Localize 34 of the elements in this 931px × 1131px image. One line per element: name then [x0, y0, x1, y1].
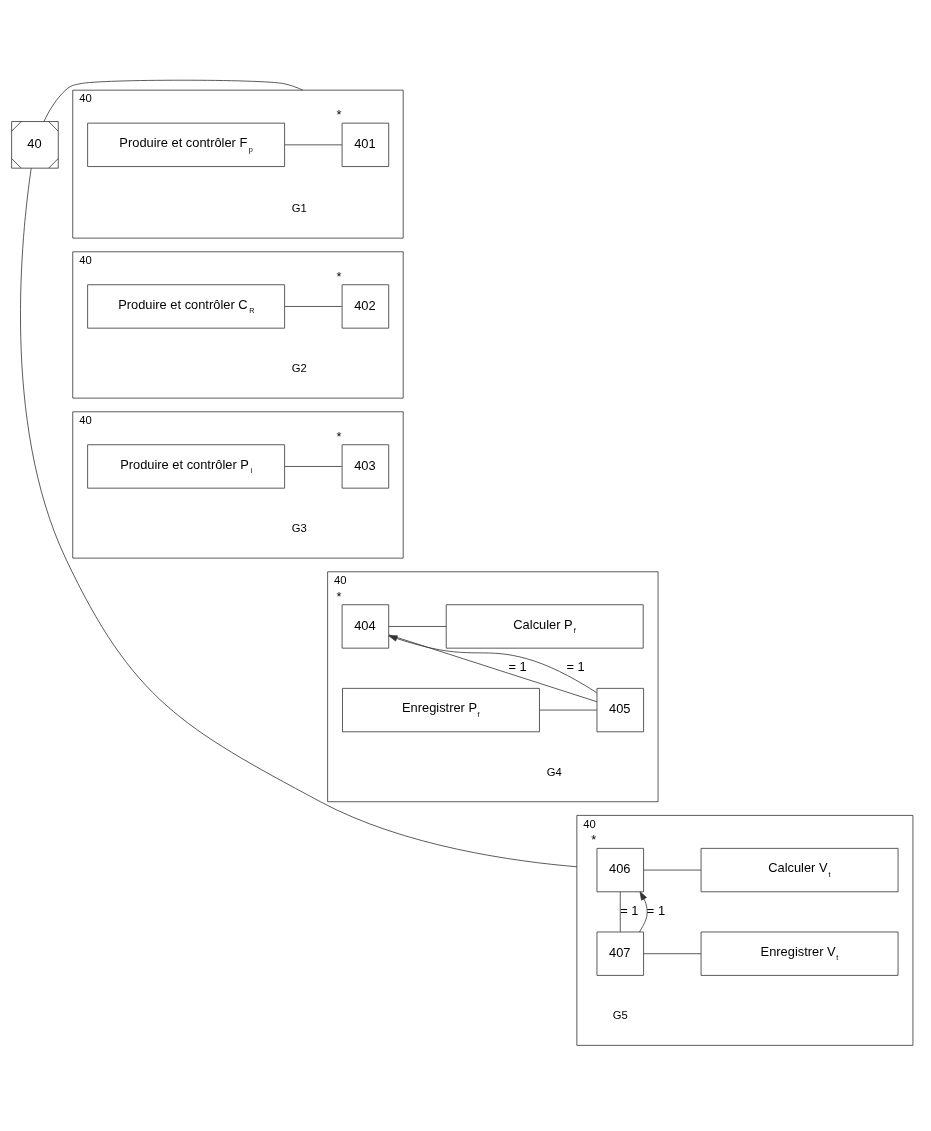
node-box: Produire et contrôler F$_{p}$: [87, 122, 285, 167]
edge-label: = 1: [646, 902, 666, 918]
node-label: *: [591, 831, 597, 847]
edge-label: = 1: [566, 658, 585, 674]
connector: [284, 143, 343, 145]
node-box: 405: [596, 687, 644, 732]
node-box: 401: [341, 122, 390, 167]
node-box: 406: [596, 847, 644, 892]
node-label: *: [336, 268, 342, 284]
node-box: Enregistrer P$_{f}$: [342, 687, 540, 732]
node-box: Calculer V$_{t}$: [700, 847, 899, 892]
connector: [20, 167, 578, 867]
node-box: 403: [341, 443, 390, 489]
node-box: Produire et contrôler C$_{R}$: [87, 283, 285, 329]
connector: [539, 709, 598, 710]
connector: [43, 79, 304, 122]
node-box: Produire et contrôler P$_{i}$: [87, 443, 285, 489]
connector: [388, 625, 447, 627]
node-box: 404: [341, 603, 390, 649]
edge-label: = 1: [620, 902, 639, 918]
connector: [619, 890, 621, 932]
edge-label: = 1: [508, 658, 527, 674]
node-box: 407: [596, 931, 644, 976]
node-box: 402: [341, 283, 390, 329]
node-label: *: [336, 106, 342, 122]
node-box: Enregistrer V$_{t}$: [700, 931, 899, 976]
connector: [284, 465, 343, 467]
node-label: *: [336, 428, 342, 444]
connector: [643, 869, 702, 870]
node-label: *: [336, 588, 342, 604]
node-box: Calculer P$_{f}$: [445, 603, 644, 649]
connector: [643, 952, 702, 954]
connector: [284, 305, 343, 307]
arrow: [639, 890, 648, 932]
